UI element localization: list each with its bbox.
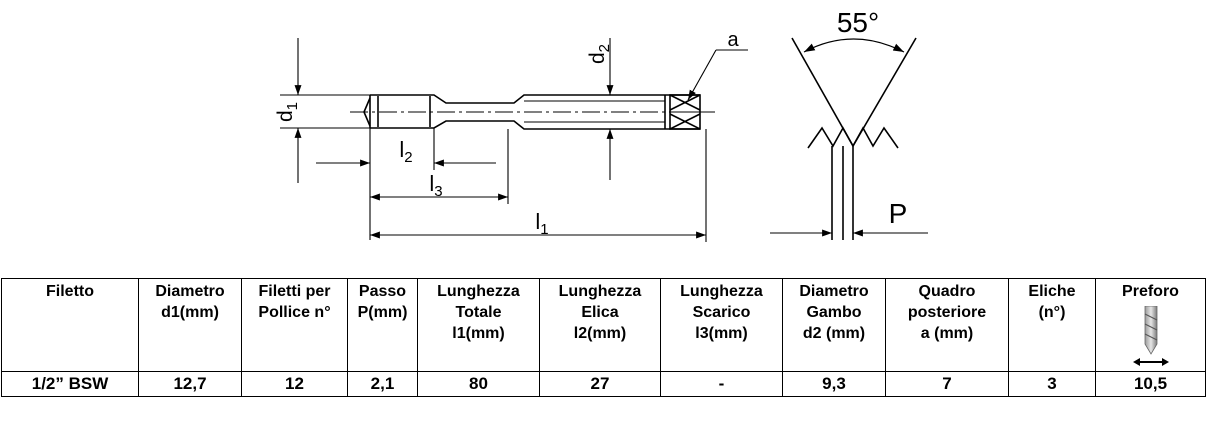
column-header-10: Preforo xyxy=(1095,278,1206,372)
label-l3: l3 xyxy=(429,171,442,200)
table-cell: 10,5 xyxy=(1095,371,1206,397)
dimension-l3 xyxy=(370,129,509,204)
table-cell: - xyxy=(660,371,783,397)
column-header-line: Preforo xyxy=(1122,283,1179,300)
column-header-line: P(mm) xyxy=(357,304,408,321)
column-header-0: Filetto xyxy=(1,278,139,372)
column-header-line: d2 (mm) xyxy=(802,325,866,342)
label-l2: l2 xyxy=(399,137,412,166)
table-cell: 80 xyxy=(417,371,540,397)
column-header-line: l3(mm) xyxy=(695,325,748,342)
column-header-line: a (mm) xyxy=(920,325,974,342)
column-header-line: Scarico xyxy=(692,304,751,321)
table-cell: 27 xyxy=(539,371,661,397)
dimension-l1 xyxy=(370,129,707,242)
column-header-line: (n°) xyxy=(1038,304,1066,321)
label-angle: 55° xyxy=(837,7,879,38)
column-header-line: Filetti per xyxy=(258,283,331,300)
table-cell: 7 xyxy=(885,371,1009,397)
column-header-line: Eliche xyxy=(1028,283,1076,300)
column-header-line: Quadro xyxy=(918,283,976,300)
column-header-1: Diametro d1(mm) xyxy=(138,278,242,372)
table-cell: 12,7 xyxy=(138,371,242,397)
label-a: a xyxy=(727,29,739,51)
column-header-8: Quadro posteriore a (mm) xyxy=(885,278,1009,372)
column-header-line: Diametro xyxy=(799,283,869,300)
thread-profile xyxy=(791,37,917,240)
label-pitch: P xyxy=(889,198,908,229)
table-cell: 2,1 xyxy=(347,371,418,397)
label-d1: d1 xyxy=(274,102,301,122)
table-cell: 12 xyxy=(241,371,348,397)
column-header-line: Gambo xyxy=(806,304,862,321)
column-header-line: Passo xyxy=(358,283,407,300)
table-cell: 3 xyxy=(1008,371,1096,397)
technical-drawing: d1 d2 a l2 l3 l1 xyxy=(274,7,928,242)
column-header-line: l1(mm) xyxy=(452,325,505,342)
table-cell: 9,3 xyxy=(782,371,886,397)
drill-bit-icon xyxy=(1132,306,1169,366)
label-d2: d2 xyxy=(586,44,613,64)
column-header-line: Filetto xyxy=(46,283,94,300)
column-header-line: Elica xyxy=(581,304,619,321)
column-header-line: Diametro xyxy=(155,283,225,300)
column-header-line: Totale xyxy=(455,304,502,321)
dimension-l2 xyxy=(316,128,496,240)
table-cell: 1/2” BSW xyxy=(1,371,139,397)
column-header-line: l2(mm) xyxy=(573,325,627,342)
column-header-9: Eliche (n°) xyxy=(1008,278,1096,372)
label-l1: l1 xyxy=(535,209,548,238)
column-header-line: Lunghezza xyxy=(437,283,520,300)
leader-a xyxy=(687,49,748,101)
column-header-line: Lunghezza xyxy=(680,283,763,300)
dimension-d1 xyxy=(280,38,370,183)
tap-outline xyxy=(363,94,701,130)
column-header-line: d1(mm) xyxy=(161,304,219,321)
column-header-line: Lunghezza xyxy=(558,283,642,300)
column-header-line: Pollice n° xyxy=(258,304,331,321)
column-header-line: posteriore xyxy=(907,304,987,321)
